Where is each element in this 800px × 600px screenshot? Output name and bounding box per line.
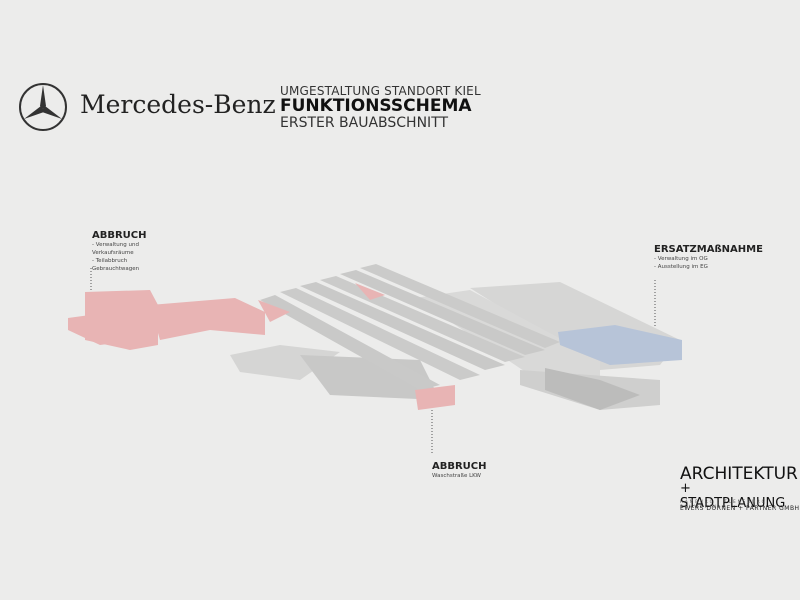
label-title: ABBRUCH [432, 461, 487, 472]
firm-line-3: HAMBURG · FLENSBURG · SCHWERIN [680, 499, 774, 509]
label-abbruch-bottom: ABBRUCH Waschstraße LKW [432, 461, 487, 480]
firm-line-4: EWERS DORNEN + PARTNER GMBH [680, 505, 800, 512]
label-item: - Verwaltung im OG [654, 256, 708, 262]
label-title: ERSATZMAßNAHME [654, 244, 763, 255]
stripes [260, 264, 560, 390]
firm-line-1: ARCHITEKTUR [680, 464, 798, 484]
label-item: Verkaufsräume [92, 250, 134, 256]
title-line-1: UMGESTALTUNG STANDORT KIEL [280, 84, 481, 98]
mercedes-star-logo [19, 83, 67, 131]
label-ersatz: ERSATZMAßNAHME - Verwaltung im OG - Auss… [654, 244, 763, 271]
firm-line-2: + STADTPLANUNG [680, 481, 786, 511]
demolition-left [68, 283, 385, 350]
label-item: Gebrauchtwagen [92, 266, 140, 272]
label-item: - Verwaltung und [92, 242, 139, 248]
label-abbruch-left: ABBRUCH - Verwaltung und Verkaufsräume -… [92, 230, 147, 273]
label-item: Waschstraße LKW [432, 473, 481, 479]
title-line-2: FUNKTIONSSCHEMA [280, 96, 472, 116]
demolition-bottom [415, 385, 455, 410]
replacement-area [558, 325, 682, 365]
brand-name: Mercedes-Benz [80, 90, 276, 119]
label-title: ABBRUCH [92, 230, 147, 241]
title-line-3: ERSTER BAUABSCHNITT [280, 115, 449, 131]
label-item: - Teilabbruch [92, 258, 128, 264]
label-item: - Ausstellung im EG [654, 264, 708, 270]
